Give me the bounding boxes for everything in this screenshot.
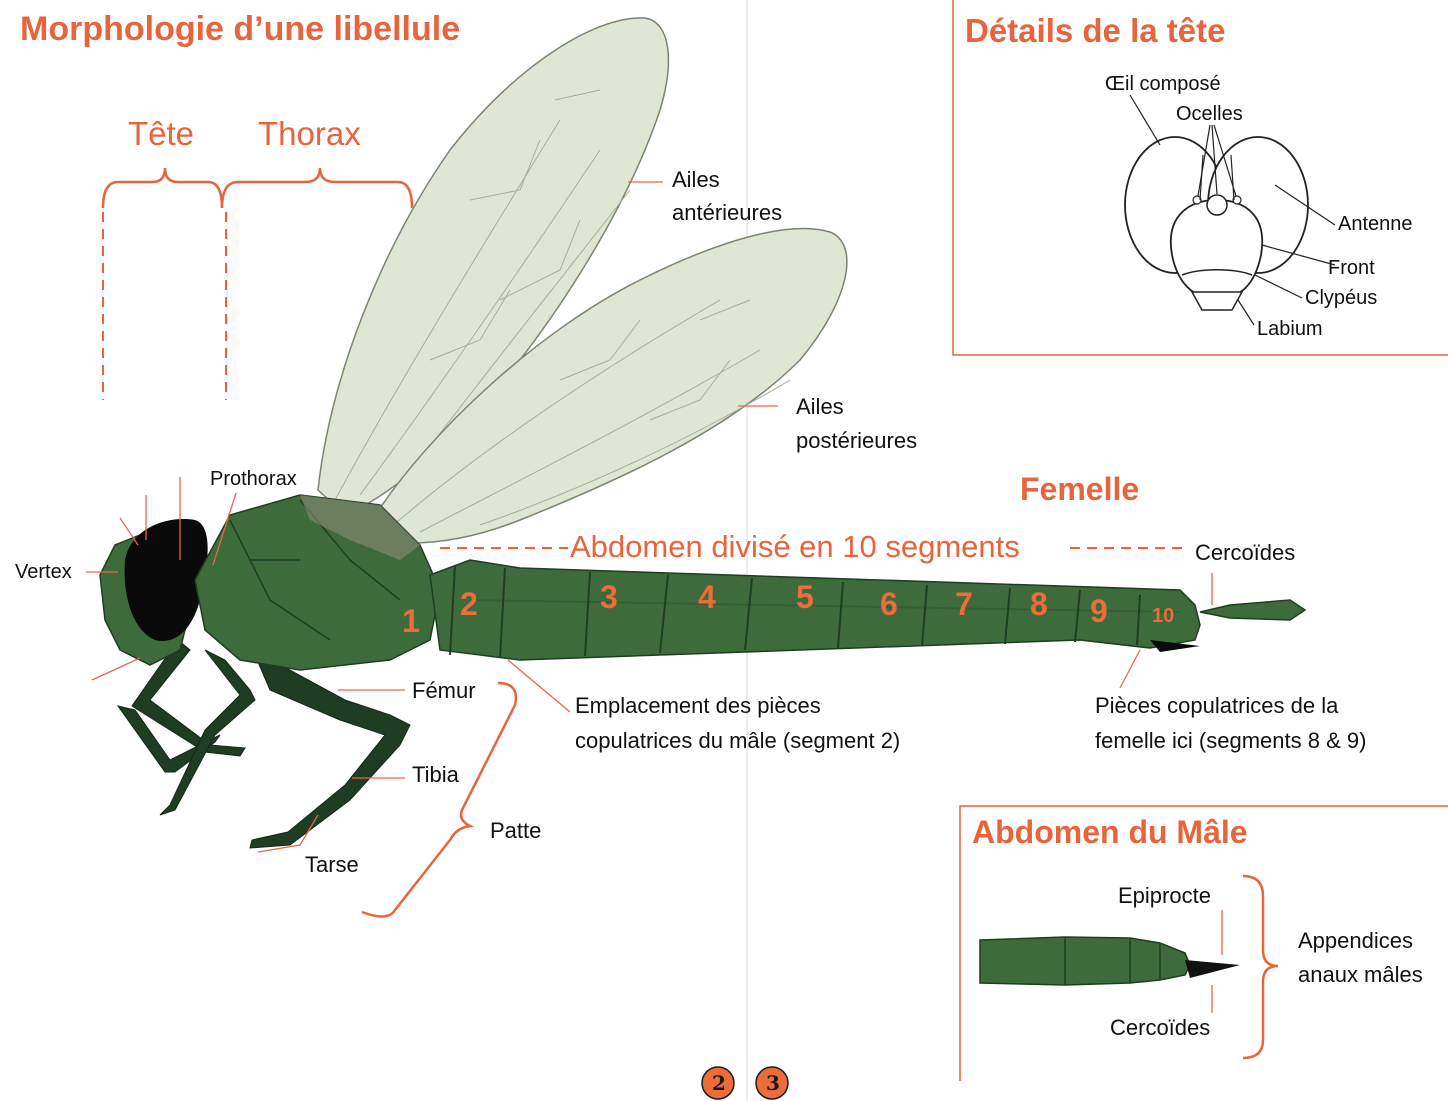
male-organs-label-1: Emplacement des pièces [575, 693, 821, 718]
abdomen-label: Abdomen divisé en 10 segments [570, 529, 1020, 564]
oeil-compose-label: Œil composé [1105, 73, 1221, 95]
cercoides-label: Cercoïdes [1195, 540, 1295, 565]
vertex-label: Vertex [15, 561, 72, 583]
thorax-region-label: Thorax [258, 115, 361, 152]
hindwing-label-2: postérieures [796, 428, 917, 453]
antenne-label: Antenne [1338, 213, 1413, 235]
forewing-label-1: Ailes [672, 167, 720, 192]
clypeus-label: Clypéus [1305, 287, 1377, 309]
female-organs-label-1: Pièces copulatrices de la [1095, 693, 1339, 718]
segment-number: 6 [880, 586, 898, 622]
segment-number: 3 [600, 579, 618, 615]
femur-label: Fémur [412, 678, 476, 703]
male-abdomen-panel: Abdomen du Mâle Epiprocte Cercoïdes Appe… [960, 806, 1448, 1081]
head-panel-title: Détails de la tête [965, 12, 1225, 49]
segment-number: 2 [460, 586, 478, 622]
male-organs-label-2: copulatrices du mâle (segment 2) [575, 728, 900, 753]
segment-number: 5 [796, 579, 814, 615]
segment-number: 7 [955, 586, 973, 622]
female-organs-label-2: femelle ici (segments 8 & 9) [1095, 728, 1366, 753]
patte-label: Patte [490, 818, 541, 843]
page-title: Morphologie d’une libellule [20, 10, 460, 48]
segment-number: 1 [402, 603, 420, 639]
page-numbers: 2 3 [702, 1067, 788, 1099]
cercoides-male-label: Cercoïdes [1110, 1015, 1210, 1040]
appendices-label-1: Appendices [1298, 928, 1413, 953]
segment-number: 9 [1090, 593, 1108, 629]
hindwing-label-1: Ailes [796, 394, 844, 419]
appendices-label-2: anaux mâles [1298, 962, 1423, 987]
epiprocte-label: Epiprocte [1118, 883, 1211, 908]
front-label: Front [1328, 257, 1375, 279]
head-region-label: Tête [128, 115, 194, 152]
page-number: 2 [712, 1071, 726, 1095]
ocelles-label: Ocelles [1176, 103, 1243, 125]
prothorax-label: Prothorax [210, 468, 297, 490]
page-number: 3 [766, 1071, 780, 1095]
segment-number: 10 [1152, 605, 1174, 627]
legs [118, 640, 410, 848]
head-detail-panel: Détails de la tête Œil composé Ocelles A… [953, 0, 1448, 355]
male-panel-title: Abdomen du Mâle [972, 814, 1248, 850]
segment-number: 4 [698, 579, 716, 615]
labium-label: Labium [1257, 318, 1323, 340]
tibia-label: Tibia [412, 762, 460, 787]
segment-number: 8 [1030, 586, 1048, 622]
forewing-label-2: antérieures [672, 200, 782, 225]
tarse-label: Tarse [305, 852, 359, 877]
femelle-label: Femelle [1020, 471, 1139, 507]
